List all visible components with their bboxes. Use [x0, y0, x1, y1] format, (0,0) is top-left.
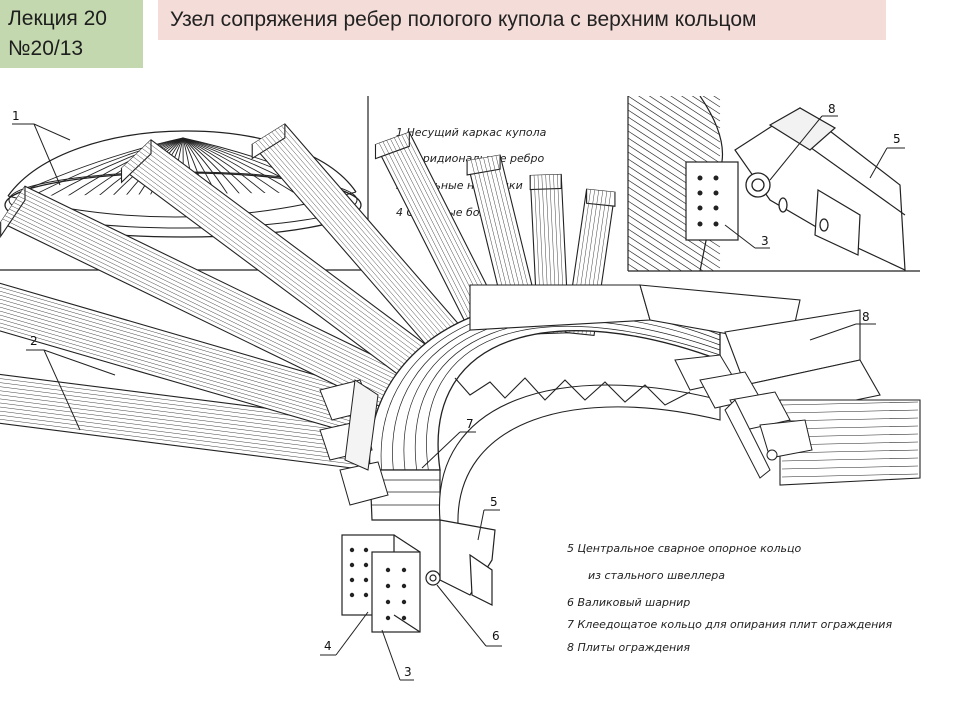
support-ring — [438, 377, 721, 526]
main-callouts: 2 7 8 5 6 4 3 — [26, 310, 876, 681]
detail-hatch-line — [670, 96, 721, 129]
legend-item-2: 2 Меридиональное ребро — [396, 152, 545, 165]
detail-hatch-line — [628, 0, 720, 23]
callout-3: 3 — [404, 665, 412, 679]
detail-callouts: 8 5 3 — [724, 102, 905, 249]
main-assembly — [0, 123, 921, 633]
callout-detail-8: 8 — [828, 102, 836, 116]
callout-5: 5 — [490, 495, 498, 509]
plate-hatch-line — [781, 465, 919, 470]
steel-nodes-left — [319, 379, 389, 506]
callout-detail-5: 5 — [893, 132, 901, 146]
detail-hatch-line — [628, 19, 720, 79]
lecture-badge: Лекция 20 №20/13 — [0, 0, 143, 68]
detail-hatch-line — [628, 214, 715, 271]
callout-8: 8 — [862, 310, 870, 324]
detail-hatch-line — [628, 242, 672, 271]
detail-hatch-line — [628, 0, 720, 44]
dome-rib-line — [182, 137, 213, 196]
detail-hatch-line — [628, 249, 661, 271]
legend-item-6: 6 Валиковый шарнир — [567, 596, 690, 609]
callout-7: 7 — [466, 417, 474, 431]
detail-view — [628, 0, 906, 271]
callout-6: 6 — [492, 629, 500, 643]
detail-hatch-line — [628, 0, 720, 37]
lecture-label: Лекция 20 — [8, 7, 107, 30]
detail-hatch-line — [638, 96, 721, 150]
plate-hatch-line — [781, 409, 919, 414]
detail-hatch-line — [628, 12, 720, 72]
detail-hatch-line — [628, 207, 721, 269]
dome-callout: 1 — [12, 109, 71, 186]
detail-hatch-line — [628, 0, 720, 16]
detail-hatch-line — [628, 109, 721, 171]
detail-hatch-line — [628, 26, 720, 86]
steel-nodes-right — [674, 354, 813, 479]
detail-hatch-line — [628, 102, 721, 164]
detail-hatch-line — [628, 0, 720, 51]
plate-hatch-line — [781, 401, 919, 406]
detail-hatch-line — [628, 256, 651, 271]
detail-hatch-line — [628, 193, 721, 255]
plate-hatch-line — [781, 473, 919, 478]
legend-item-1: 1 Несущий каркас купола — [396, 126, 547, 139]
legend-item-5: 5 Центральное сварное опорное кольцо — [567, 542, 801, 555]
dome-rib-line — [182, 137, 299, 196]
ring-lamination — [414, 320, 721, 471]
dome-rib-line — [182, 137, 256, 196]
detail-hatch-line — [628, 0, 720, 58]
detail-hatch-line — [713, 96, 721, 101]
ring-lamination — [403, 314, 721, 471]
detail-hatch-line — [659, 96, 721, 136]
dome-rib-line — [54, 137, 184, 196]
callout-detail-3: 3 — [761, 234, 769, 248]
plate-hatch-line — [781, 449, 919, 454]
dome-rib-line — [182, 137, 270, 196]
legend-item-5-cont: из стального швеллера — [588, 569, 725, 582]
dome-rib-line — [26, 137, 184, 196]
dome-rib-line — [182, 137, 227, 196]
meridional-rib — [0, 185, 416, 413]
detail-hatch-line — [628, 0, 720, 30]
plate-hatch-line — [781, 457, 919, 462]
callout-2: 2 — [30, 334, 38, 348]
legend-item-7: 7 Клеедощатое кольцо для опирания плит о… — [567, 618, 892, 631]
slide-number: №20/13 — [8, 37, 84, 60]
ring-lamination — [426, 325, 721, 471]
dome-rib-line — [11, 137, 184, 196]
dome-rib-line — [182, 137, 242, 196]
detail-hatch-line — [628, 228, 694, 271]
detail-hatch-line — [628, 5, 720, 65]
detail-hatch-line — [702, 96, 721, 108]
dome-rib-line — [40, 137, 184, 196]
callout-4: 4 — [324, 639, 332, 653]
dome-rib-line — [182, 137, 285, 196]
callout-1: 1 — [12, 109, 20, 123]
hinge-assembly — [341, 519, 496, 633]
legend-item-8: 8 Плиты ограждения — [567, 641, 690, 654]
detail-hatch-line — [648, 96, 721, 143]
page-title: Узел сопряжения ребер пологого купола с … — [158, 0, 886, 40]
detail-hatch-line — [628, 221, 704, 271]
detail-hatch-line — [628, 200, 721, 262]
detail-hatch-line — [681, 96, 721, 122]
detail-hatch-line — [628, 33, 720, 93]
detail-hatch-line — [628, 235, 683, 271]
detail-hatch-line — [628, 96, 721, 157]
legend-bottom: 5 Центральное сварное опорное кольцо из … — [567, 542, 892, 654]
